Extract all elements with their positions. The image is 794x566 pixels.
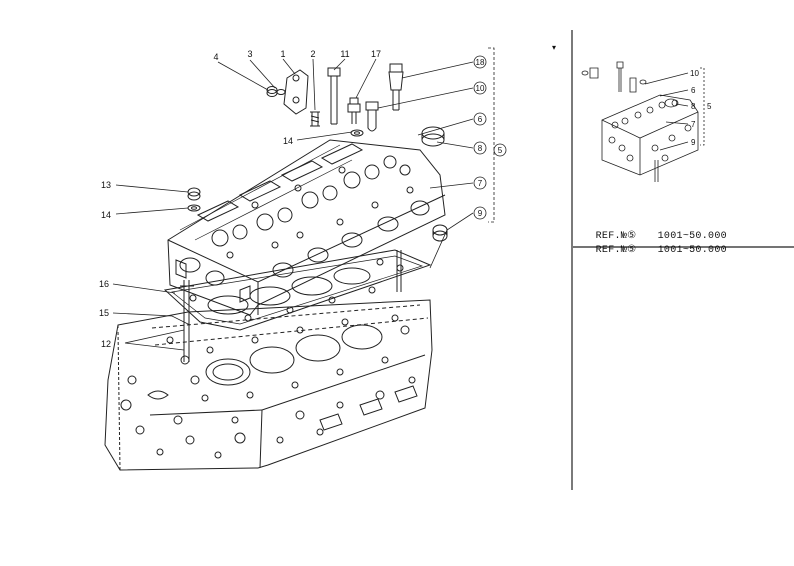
bracket-fasteners: [266, 86, 286, 97]
callout-18: 18: [476, 58, 485, 67]
callout-4: 4: [213, 52, 218, 62]
inset-callout-10: 10: [690, 69, 699, 78]
inset-callout-9: 9: [691, 138, 696, 147]
hanger-bracket: [283, 69, 309, 115]
callout-11: 11: [340, 49, 349, 59]
main-callout-labels: 1 2 3 4 11 17 14 13 14 16 15 12: [99, 49, 381, 349]
callout-7: 7: [478, 179, 483, 188]
callout-14-upper: 14: [283, 136, 293, 146]
corner-tick-mark: ▾: [552, 43, 556, 52]
callout-13: 13: [101, 180, 111, 190]
glow-plug: [388, 63, 404, 111]
inset-callout-7: 7: [691, 120, 696, 129]
callout-16: 16: [99, 279, 109, 289]
inset-callout-5: 5: [707, 102, 712, 111]
callout-17: 17: [371, 49, 381, 59]
callout-12: 12: [101, 339, 111, 349]
callout-1: 1: [280, 49, 285, 59]
callout-3: 3: [247, 49, 252, 59]
inset-callout-6: 6: [691, 86, 696, 95]
bracket-bolt: [310, 111, 320, 127]
inset-view: [581, 61, 705, 182]
callout-6: 6: [478, 115, 483, 124]
reference-value-1: 1001~50.000: [657, 231, 727, 242]
callout-2: 2: [310, 49, 315, 59]
inset-callout-labels: 10 6 8 5 7 9: [690, 69, 712, 147]
plug-sleeve: [365, 101, 379, 132]
cylinder-head: [167, 139, 448, 316]
callout-9: 9: [478, 209, 483, 218]
panel-dividers: [571, 30, 794, 490]
callout-8: 8: [478, 144, 483, 153]
reference-row-1: REF.№⑤ 1001~50.000: [583, 219, 727, 242]
circled-callouts: 18 10 6 8 5 7 9: [473, 55, 507, 220]
reference-label-1: REF.№⑤: [595, 231, 637, 242]
nozzle-fitting: [347, 97, 361, 124]
reference-label-2: REF.№⑤: [595, 245, 637, 256]
nut-and-washers: [187, 129, 364, 212]
leader-lines: [112, 47, 495, 351]
reference-row-2: REF.№⑤ 1001~50.000: [583, 233, 727, 256]
callout-14-lower: 14: [101, 210, 111, 220]
callout-15: 15: [99, 308, 109, 318]
callout-10: 10: [476, 84, 485, 93]
callout-5: 5: [498, 146, 503, 155]
long-bolt: [327, 67, 341, 125]
reference-value-2: 1001~50.000: [657, 245, 727, 256]
sealing-cup: [421, 126, 445, 147]
head-studs: [180, 250, 402, 362]
engine-block: [104, 299, 433, 471]
inset-callout-8: 8: [691, 102, 696, 111]
head-gasket: [163, 249, 432, 331]
